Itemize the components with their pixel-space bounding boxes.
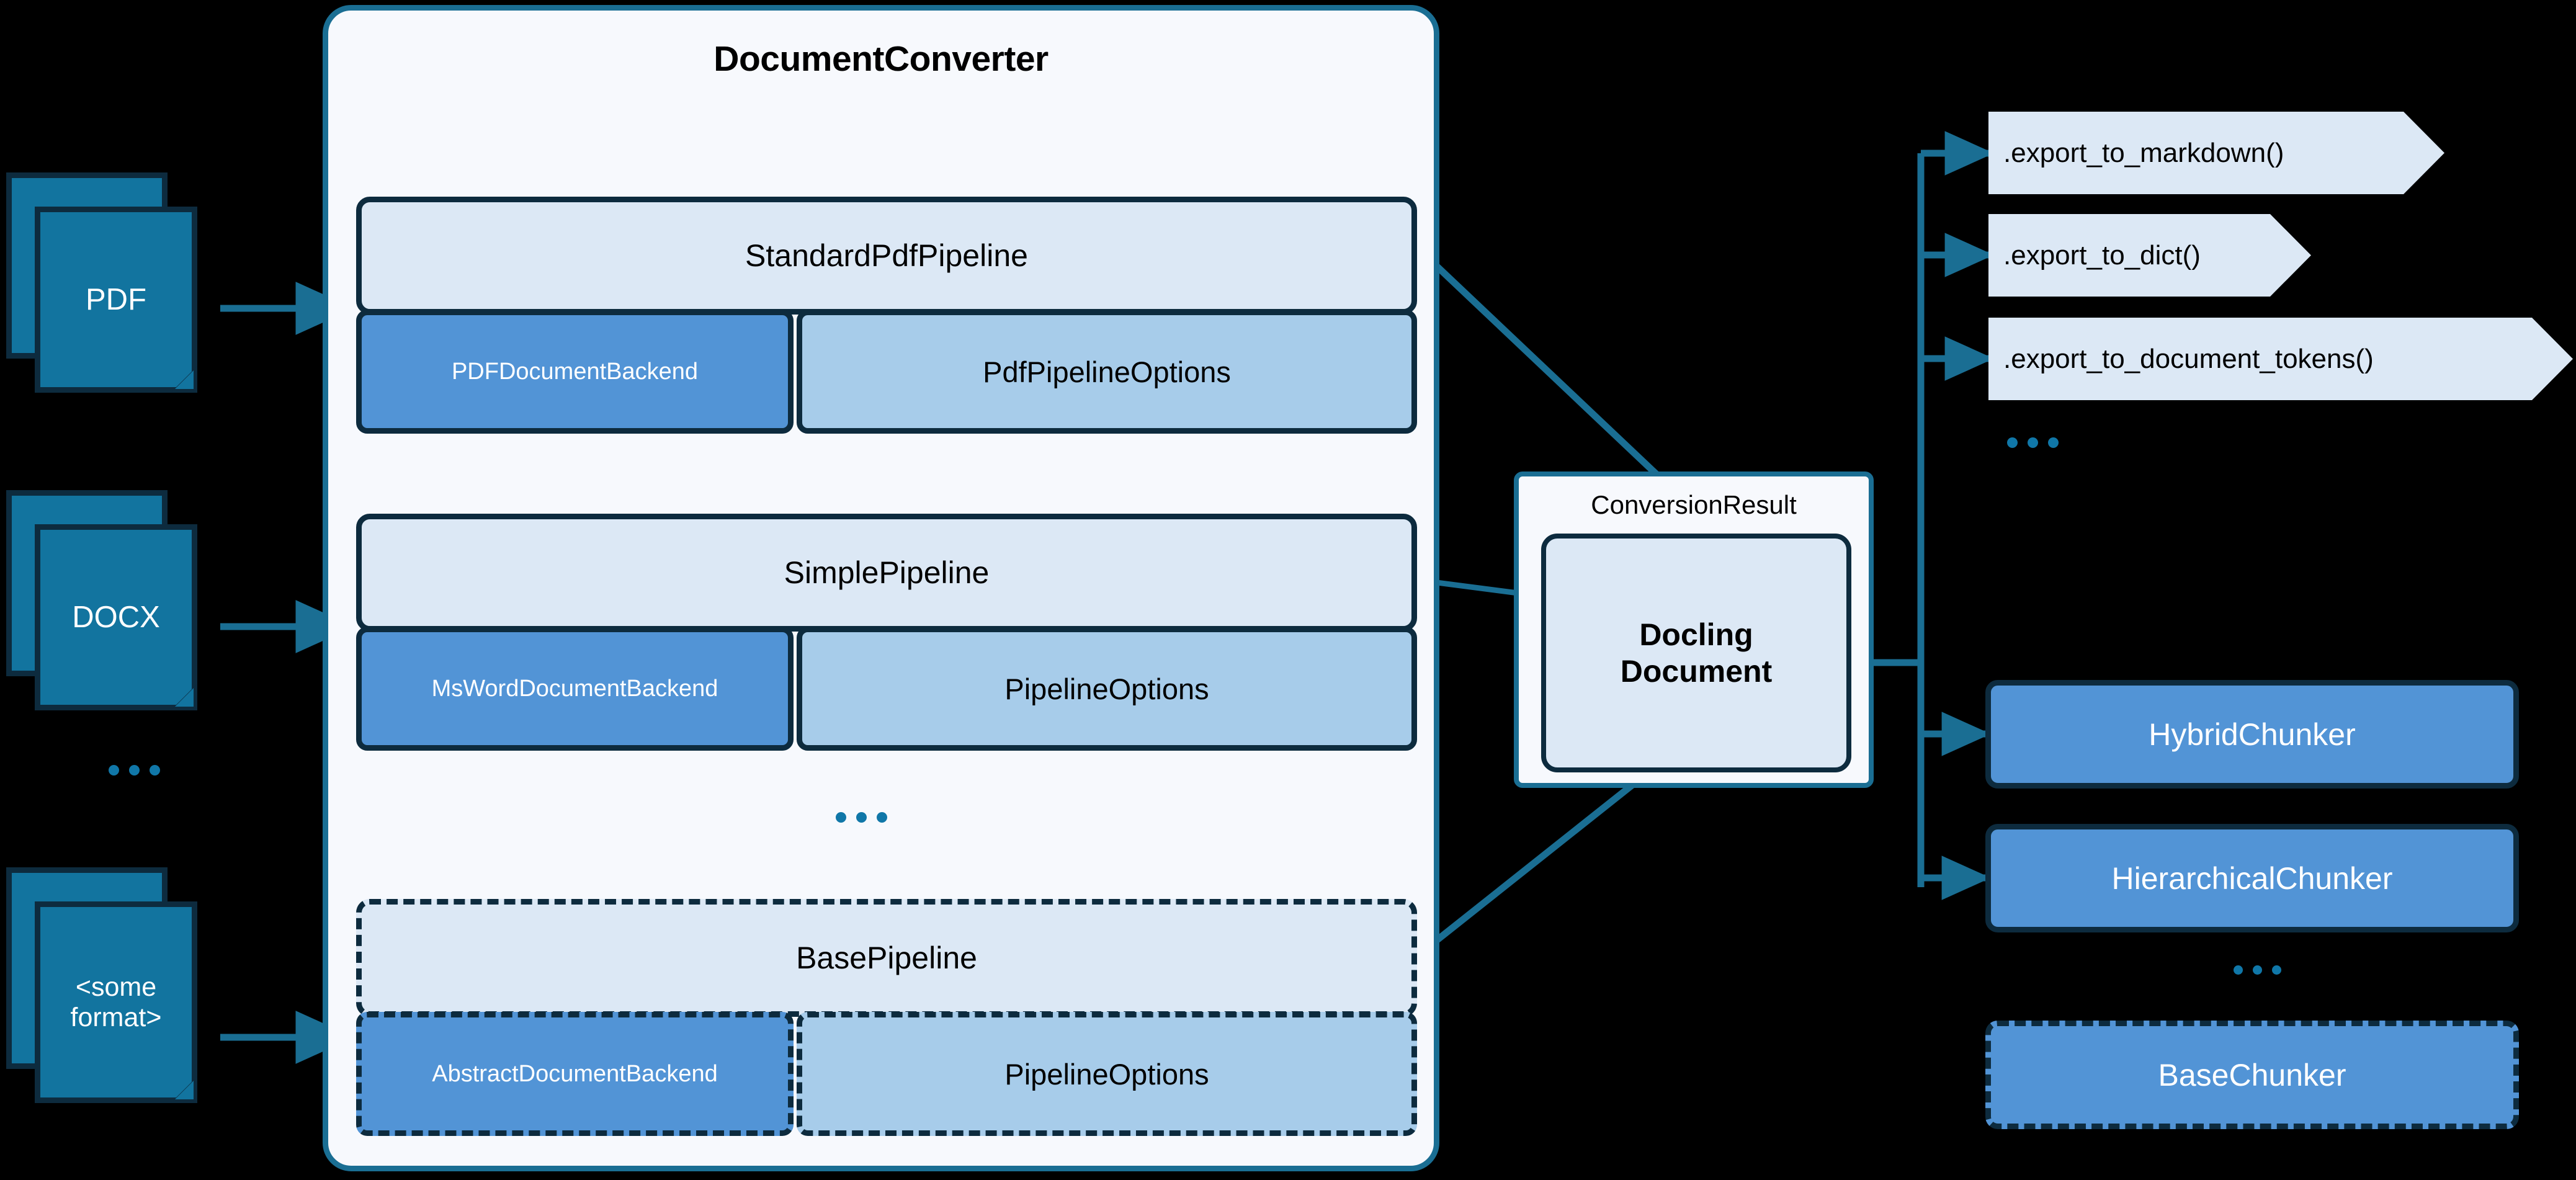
pipeline-options-label: PipelineOptions: [1004, 1057, 1209, 1091]
export-methods-ellipsis: [2007, 437, 2059, 448]
ellipsis-dot: [2048, 437, 2059, 448]
pipeline-base[interactable]: BasePipeline AbstractDocumentBackend Pip…: [356, 899, 1417, 1141]
pipeline-backend-box[interactable]: AbstractDocumentBackend: [356, 1012, 794, 1136]
export-method-label: .export_to_document_tokens(): [2003, 343, 2374, 374]
input-document-label: DOCX: [72, 600, 160, 634]
pipeline-backend-box[interactable]: MsWordDocumentBackend: [356, 627, 794, 751]
input-document-pdf[interactable]: PDF: [6, 172, 223, 418]
pipeline-options-box[interactable]: PdfPipelineOptions: [797, 310, 1417, 434]
export-method-markdown[interactable]: .export_to_markdown(): [1988, 112, 2444, 194]
export-method-dict[interactable]: .export_to_dict(): [1988, 214, 2311, 297]
chunkers-ellipsis: [2234, 965, 2281, 975]
docling-document-line2: Document: [1620, 653, 1773, 689]
pipeline-options-box[interactable]: PipelineOptions: [797, 627, 1417, 751]
pipeline-name-label: StandardPdfPipeline: [745, 238, 1028, 273]
pipeline-options-label: PdfPipelineOptions: [983, 355, 1231, 388]
docling-document-line1: Docling: [1639, 617, 1753, 652]
pipeline-standard-pdf[interactable]: StandardPdfPipeline PDFDocumentBackend P…: [356, 197, 1417, 439]
chunker-hybrid[interactable]: HybridChunker: [1985, 680, 2519, 789]
page-fold-inner-icon: [175, 370, 194, 389]
chunker-base[interactable]: BaseChunker: [1985, 1021, 2519, 1129]
page-fold-inner-icon: [175, 688, 194, 707]
input-document-label: <some format>: [70, 972, 162, 1032]
document-front-sheet: DOCX: [35, 524, 197, 710]
page-title: DocumentConverter: [713, 39, 1049, 79]
input-document-label: PDF: [86, 282, 146, 316]
pipeline-backend-label: MsWordDocumentBackend: [431, 675, 718, 702]
document-converter-panel: DocumentConverter StandardPdfPipeline PD…: [323, 5, 1439, 1171]
export-method-label: .export_to_dict(): [2003, 239, 2201, 270]
ellipsis-dot: [150, 765, 160, 775]
page-fold-inner-icon: [175, 1081, 194, 1099]
pipeline-backend-label: AbstractDocumentBackend: [432, 1060, 718, 1087]
document-front-sheet: <some format>: [35, 901, 197, 1103]
ellipsis-dot: [2253, 965, 2262, 975]
chunker-label: HybridChunker: [2149, 717, 2356, 752]
pipeline-options-label: PipelineOptions: [1004, 672, 1209, 705]
conversion-result-label: ConversionResult: [1591, 490, 1797, 519]
input-document-docx[interactable]: DOCX: [6, 490, 223, 735]
pipeline-name-box[interactable]: SimplePipeline: [356, 514, 1417, 632]
ellipsis-dot: [109, 765, 119, 775]
pipelines-ellipsis: [836, 812, 887, 823]
chunker-hierarchical[interactable]: HierarchicalChunker: [1985, 824, 2519, 932]
chunker-label: BaseChunker: [2158, 1057, 2346, 1093]
chunker-label: HierarchicalChunker: [2111, 860, 2393, 896]
pipeline-name-label: SimplePipeline: [784, 555, 990, 590]
pipeline-backend-label: PDFDocumentBackend: [451, 358, 699, 385]
ellipsis-dot: [2234, 965, 2243, 975]
ellipsis-dot: [856, 812, 867, 823]
pipeline-simple[interactable]: SimplePipeline MsWordDocumentBackend Pip…: [356, 514, 1417, 756]
pipeline-name-box[interactable]: BasePipeline: [356, 899, 1417, 1017]
pipeline-name-box[interactable]: StandardPdfPipeline: [356, 197, 1417, 315]
pipeline-options-box[interactable]: PipelineOptions: [797, 1012, 1417, 1136]
ellipsis-dot: [2272, 965, 2281, 975]
pipeline-backend-box[interactable]: PDFDocumentBackend: [356, 310, 794, 434]
document-front-sheet: PDF: [35, 207, 197, 393]
ellipsis-dot: [2028, 437, 2038, 448]
export-method-label: .export_to_markdown(): [2003, 137, 2284, 168]
pipeline-name-label: BasePipeline: [796, 941, 977, 975]
ellipsis-dot: [129, 765, 140, 775]
ellipsis-dot: [2007, 437, 2018, 448]
input-document-some-format[interactable]: <some format>: [6, 867, 223, 1134]
ellipsis-dot: [877, 812, 887, 823]
ellipsis-dot: [836, 812, 846, 823]
export-method-document-tokens[interactable]: .export_to_document_tokens(): [1988, 318, 2573, 400]
input-documents-ellipsis: [109, 765, 160, 775]
